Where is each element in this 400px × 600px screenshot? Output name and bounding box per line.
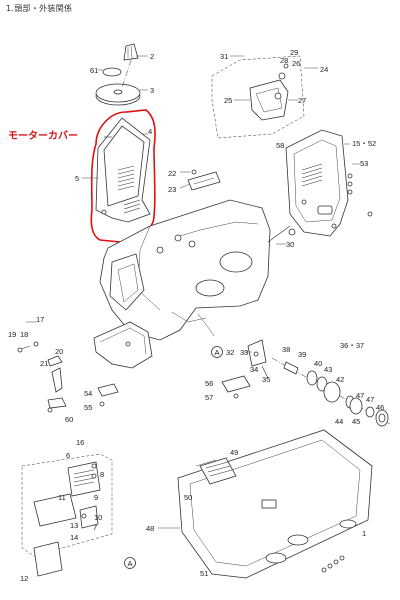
- handwheel-shaft-assembly: [271, 357, 391, 427]
- part-number-59: 61: [90, 66, 98, 75]
- part-number-1: 1: [362, 529, 366, 538]
- motor-cover-part: [95, 117, 151, 223]
- part-number-40: 40: [314, 359, 322, 368]
- part-number-27: 27: [298, 96, 306, 105]
- part-number-57: 57: [205, 393, 213, 402]
- reference-marker-a1: A: [211, 346, 223, 358]
- part-number-11: 11: [58, 493, 66, 502]
- part-number-28: 28: [280, 56, 288, 65]
- part-number-20: 20: [55, 347, 63, 356]
- part-number-49: 49: [230, 448, 238, 457]
- part-number-41: 42: [336, 375, 344, 384]
- bracket-32-35: [247, 339, 269, 379]
- part-number-3: 3: [150, 86, 154, 95]
- part-number-18: 18: [20, 330, 28, 339]
- screw-set-53: [347, 173, 353, 195]
- oil-pan-base: [177, 429, 373, 579]
- part-number-labels: 2 61 3 4 5 22 23 31 29 28 26 24 25 27 58…: [8, 48, 384, 583]
- part-number-14: 14: [70, 533, 78, 542]
- face-plate-cover: [285, 129, 373, 237]
- part-number-8: 8: [100, 470, 104, 479]
- part-number-2: 2: [150, 52, 154, 61]
- part-number-24: 24: [320, 65, 328, 74]
- part-number-12: 12: [20, 574, 28, 583]
- part-number-46: 47: [356, 391, 364, 400]
- part-number-21: 21: [40, 359, 48, 368]
- part-number-50: 50: [184, 493, 192, 502]
- part-number-44: 45: [352, 417, 360, 426]
- leader-lines: [26, 55, 360, 529]
- part-number-25: 25: [224, 96, 232, 105]
- part-number-13: 13: [70, 521, 78, 530]
- part-number-30: 30: [286, 240, 294, 249]
- part-number-29: 29: [290, 48, 298, 57]
- part-number-7: 7: [93, 523, 97, 532]
- thread-tension-assembly: [211, 55, 305, 139]
- pin-30: [267, 225, 296, 243]
- part-number-15-52: 15・52: [352, 139, 376, 148]
- spool-pin-assembly: [95, 43, 141, 106]
- part-number-47: 47: [366, 395, 374, 404]
- part-number-51: 51: [200, 569, 208, 578]
- part-number-17: 17: [36, 315, 44, 324]
- part-number-58: 58: [276, 141, 284, 150]
- part-number-36-37: 36・37: [340, 341, 364, 350]
- part-number-35: 35: [262, 375, 270, 384]
- part-number-19: 19: [8, 330, 16, 339]
- part-number-60: 60: [65, 415, 73, 424]
- part-number-42: 43: [324, 365, 332, 374]
- part-number-10: 10: [94, 513, 102, 522]
- part-number-38: 38: [282, 345, 290, 354]
- part-number-55: 55: [84, 403, 92, 412]
- part-number-45: 46: [376, 403, 384, 412]
- hinge-parts: [97, 375, 251, 407]
- part-number-33: 33: [240, 348, 248, 357]
- motor-cover-callout-label: モーターカバー: [8, 131, 78, 142]
- motor-cover-highlight: [90, 109, 156, 243]
- left-small-parts: [17, 341, 67, 413]
- bed-plate: [93, 321, 153, 369]
- part-number-54: 54: [84, 389, 92, 398]
- reference-marker-a2: A: [124, 557, 136, 569]
- part-number-39: 39: [298, 350, 306, 359]
- part-number-9: 9: [94, 493, 98, 502]
- part-number-53: 53: [360, 159, 368, 168]
- part-number-22: 22: [168, 169, 176, 178]
- part-number-16: 16: [76, 438, 84, 447]
- bracket-22-23: [187, 169, 221, 191]
- part-number-6: 6: [66, 451, 70, 460]
- part-number-23: 23: [168, 185, 176, 194]
- part-number-26: 26: [292, 59, 300, 68]
- part-number-31: 31: [220, 52, 228, 61]
- machine-arm-body: [99, 199, 271, 341]
- part-number-56: 56: [205, 379, 213, 388]
- page-title: 1.頭部・外装関係: [6, 4, 73, 13]
- part-number-4: 4: [148, 127, 152, 136]
- svg-text:A: A: [215, 348, 220, 357]
- svg-text:A: A: [128, 559, 133, 568]
- part-number-5: 5: [75, 174, 79, 183]
- part-number-43: 44: [335, 417, 343, 426]
- part-number-32: 32: [226, 348, 234, 357]
- part-number-48: 48: [146, 524, 154, 533]
- slide-plate-assembly: [21, 453, 113, 577]
- part-number-34: 34: [250, 365, 258, 374]
